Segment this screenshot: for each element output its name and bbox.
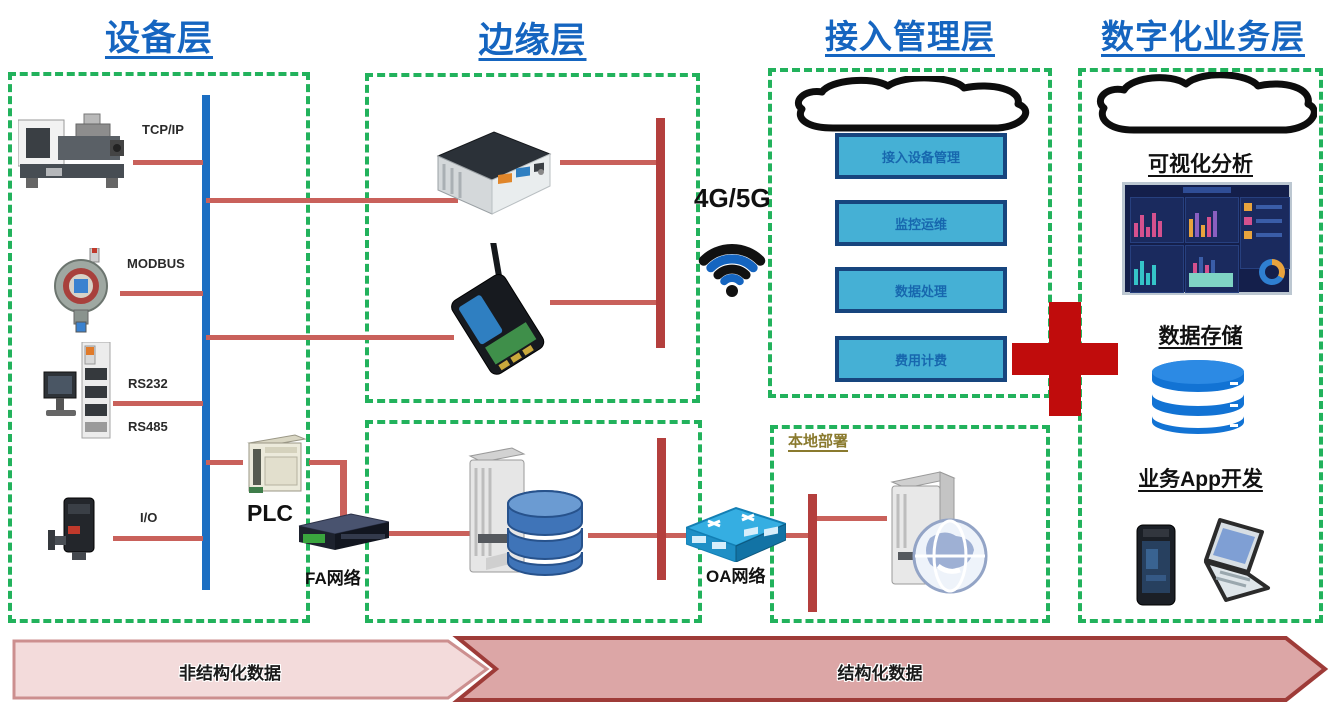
gas-detector-icon — [52, 247, 114, 341]
protocol-label: RS232 — [128, 376, 168, 391]
local-server-icon — [878, 468, 990, 605]
mini-pc-icon — [420, 128, 562, 227]
handheld-device-icon — [1133, 523, 1179, 612]
cloud-icon — [788, 74, 1033, 139]
connector-line — [206, 335, 454, 340]
visual-analysis-label: 可视化分析 — [1148, 153, 1253, 176]
data-storage-label: 数据存储 — [1158, 325, 1243, 348]
fa-network-label: FA网络 — [305, 569, 361, 588]
access-module: 接入设备管理 — [835, 133, 1007, 179]
unstructured-arrow — [12, 639, 490, 700]
layer-title-edge: 边缘层 — [478, 21, 587, 60]
serial-device-icon — [42, 341, 117, 459]
app-dev-label: 业务App开发 — [1138, 468, 1263, 491]
layer-title-digital: 数字化业务层 — [1101, 18, 1305, 55]
structured-arrow — [452, 636, 1329, 702]
protocol-label: RS485 — [128, 419, 168, 434]
oa-switch-icon — [683, 500, 789, 567]
protocol-label: I/O — [140, 510, 158, 525]
local-deploy-label: 本地部署 — [788, 433, 849, 450]
local-backbone-bar — [808, 494, 817, 612]
connector-line — [781, 533, 811, 538]
connector-line — [113, 401, 203, 406]
access-layer-box — [768, 68, 1052, 398]
laptop-icon — [1198, 516, 1276, 613]
data-flow-arrows — [12, 636, 1329, 702]
connector-line — [389, 531, 470, 536]
oa-network-label: OA网络 — [706, 567, 766, 586]
access-module: 费用计费 — [835, 336, 1007, 382]
dashboard-image — [1122, 182, 1292, 295]
access-module: 数据处理 — [835, 267, 1007, 313]
protocol-label: TCP/IP — [142, 122, 184, 137]
router-icon — [438, 225, 556, 388]
connector-line — [340, 460, 347, 516]
cloud-icon — [1092, 71, 1318, 141]
layer-title-device: 设备层 — [104, 19, 213, 58]
device-layer-box — [8, 72, 310, 623]
unstructured-data-label: 非结构化数据 — [179, 664, 281, 683]
wifi-icon — [688, 213, 778, 312]
layer-title-access: 接入管理层 — [825, 18, 995, 55]
connector-line — [113, 536, 203, 541]
access-module: 监控运维 — [835, 200, 1007, 246]
connector-line — [206, 460, 243, 465]
device-bus-line — [202, 95, 210, 590]
connector-line — [133, 160, 203, 165]
protocol-label: MODBUS — [127, 256, 185, 271]
structured-data-label: 结构化数据 — [837, 664, 923, 683]
connector-line — [120, 291, 203, 296]
fa-switch-icon — [293, 512, 390, 561]
connector-line — [588, 533, 690, 538]
edge-backbone-bar — [656, 118, 665, 348]
io-sensor-icon — [48, 496, 110, 567]
edge-server-icon — [462, 446, 590, 589]
connector-line — [206, 198, 458, 203]
edge-layer-top-box — [365, 73, 700, 403]
plc-icon — [243, 433, 309, 502]
plus-icon — [1012, 302, 1118, 416]
edge-backbone-bar — [657, 438, 666, 580]
connector-line — [309, 460, 345, 465]
wireless-label: 4G/5G — [694, 183, 771, 213]
connector-line — [550, 300, 658, 305]
connector-line — [560, 160, 658, 165]
injection-machine-icon — [17, 112, 138, 195]
storage-database-icon — [1148, 356, 1248, 439]
connector-line — [815, 516, 887, 521]
plc-label: PLC — [247, 500, 293, 526]
